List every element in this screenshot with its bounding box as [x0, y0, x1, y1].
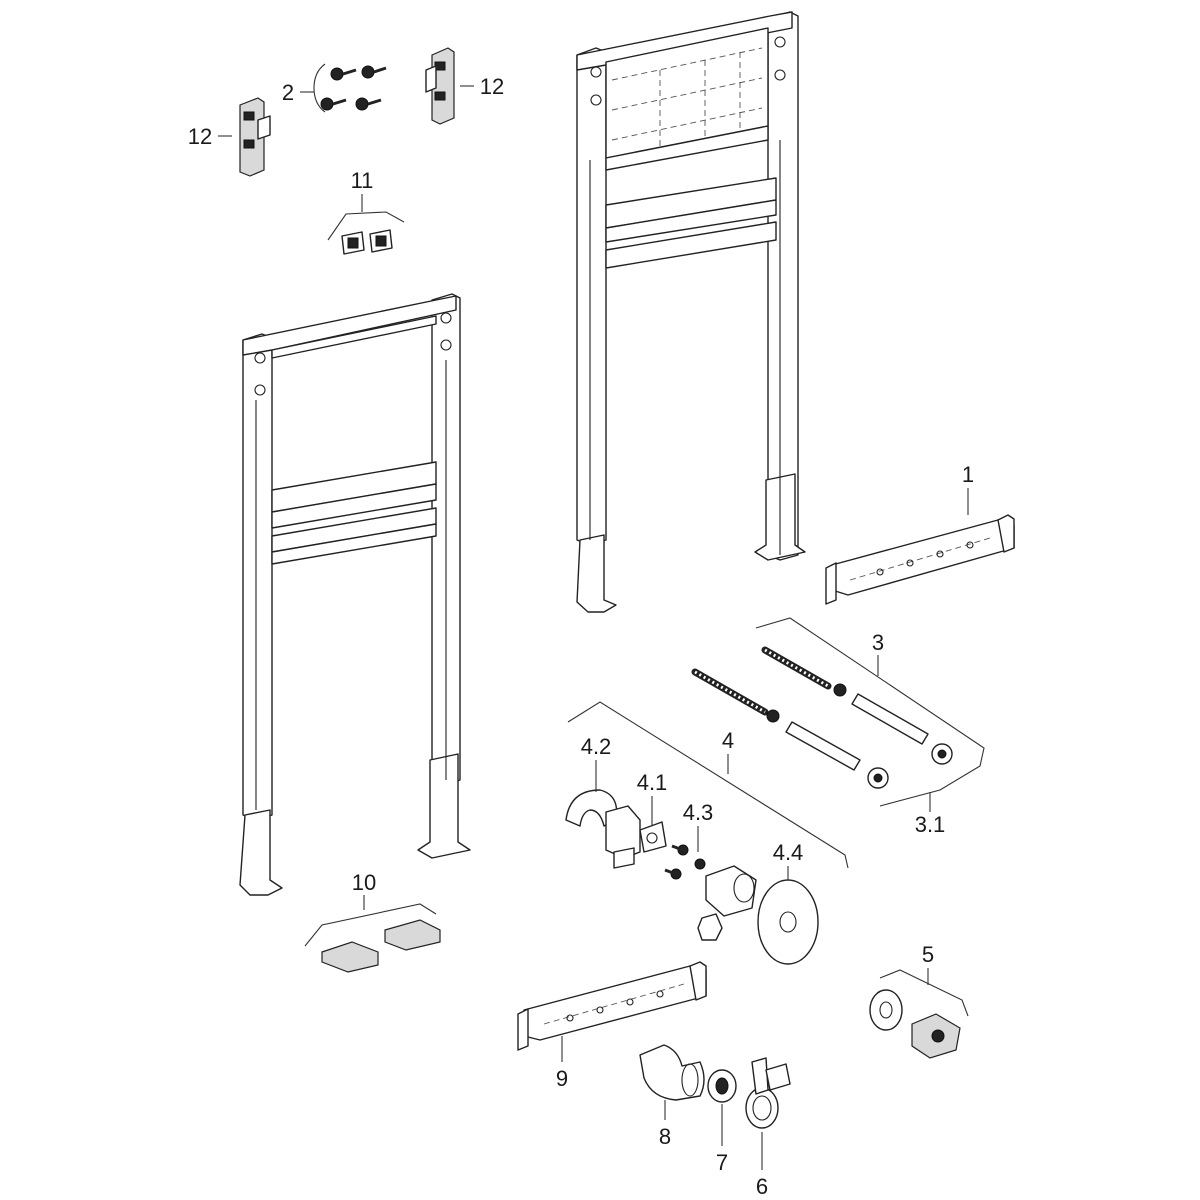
part-labels: 1 2 3 3.1 4 4.1 4.2 4.3 4.4 5 6 7 8 9 10…	[188, 74, 974, 1199]
label-12-left: 12	[188, 124, 212, 149]
mounting-bracket-right	[425, 47, 455, 125]
label-9: 9	[556, 1066, 568, 1091]
label-7: 7	[716, 1150, 728, 1175]
leader-lines	[218, 85, 969, 1170]
label-4-3: 4.3	[683, 800, 714, 825]
label-3-1: 3.1	[915, 812, 946, 837]
label-6: 6	[756, 1174, 768, 1199]
floor-feet	[304, 903, 441, 973]
label-4: 4	[722, 728, 734, 753]
elbow-bend	[639, 1044, 705, 1101]
label-8: 8	[659, 1124, 671, 1149]
pipe-clamp	[745, 1057, 791, 1129]
label-12-right: 12	[480, 74, 504, 99]
label-4-4: 4.4	[773, 840, 804, 865]
label-3: 3	[872, 630, 884, 655]
label-2: 2	[282, 80, 294, 105]
label-10: 10	[352, 870, 376, 895]
label-1: 1	[962, 462, 974, 487]
label-5: 5	[922, 942, 934, 967]
frame-without-panel	[239, 293, 471, 896]
label-11: 11	[351, 168, 374, 193]
wall-fitting-set	[565, 701, 849, 965]
frame-with-mounting-panel	[576, 11, 806, 613]
screw-set	[313, 63, 387, 113]
threaded-rods	[691, 617, 985, 807]
label-4-2: 4.2	[581, 734, 612, 759]
adhesive-pads	[327, 211, 405, 255]
cross-bar-upper	[825, 514, 1015, 605]
mounting-bracket-left	[239, 97, 271, 177]
pipe-adapter	[707, 1069, 737, 1103]
label-4-1: 4.1	[637, 770, 668, 795]
angle-valve-set	[869, 969, 969, 1059]
cross-bar-lower	[517, 961, 707, 1051]
